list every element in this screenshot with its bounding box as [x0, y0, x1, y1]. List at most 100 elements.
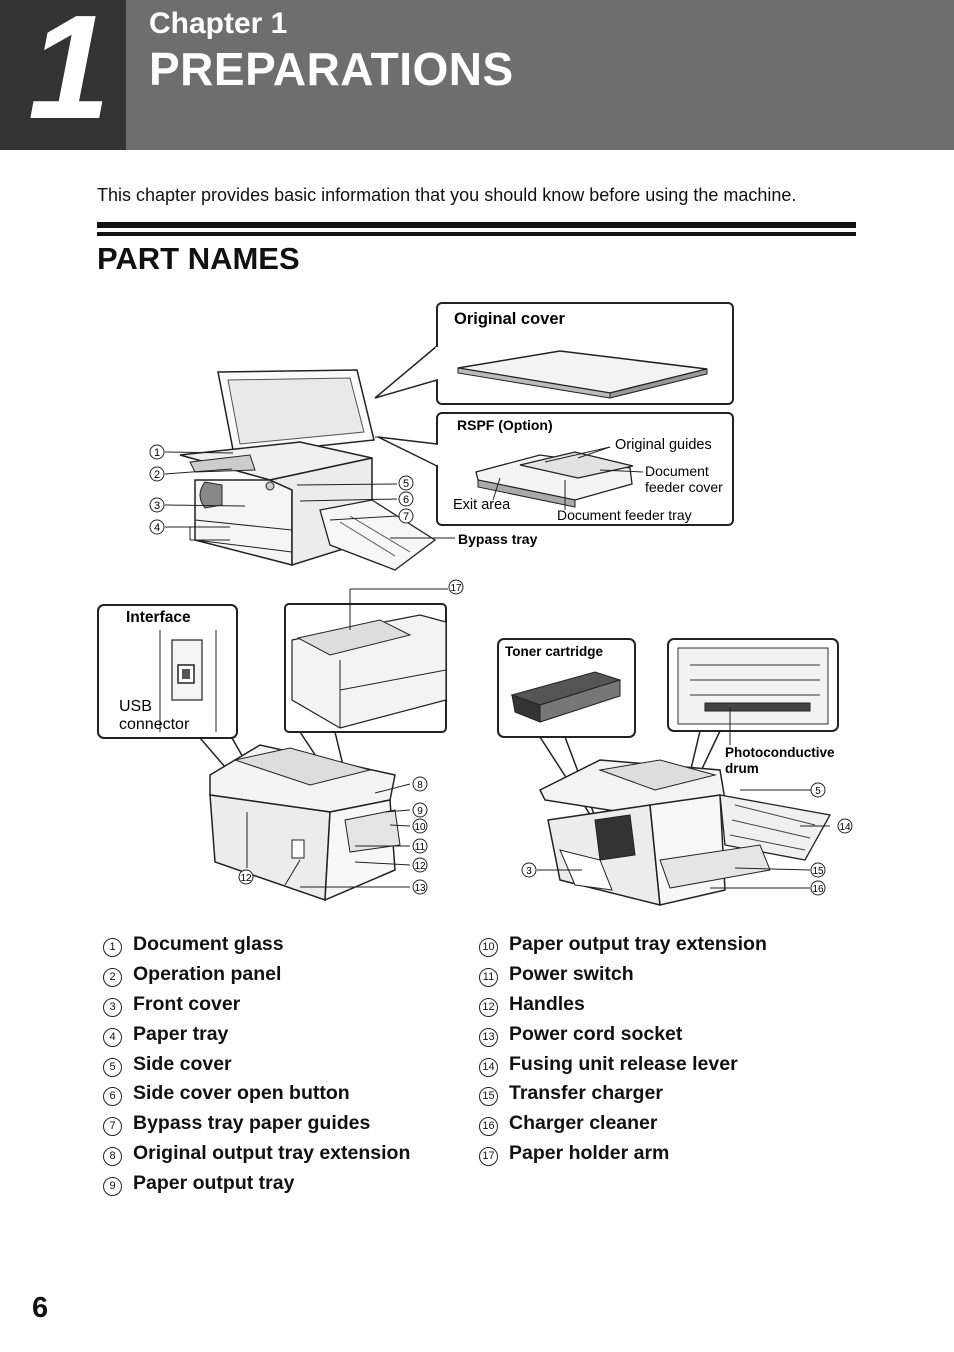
- section-title: PART NAMES: [97, 241, 300, 276]
- part-label: Operation panel: [133, 963, 282, 986]
- svg-text:7: 7: [403, 511, 409, 523]
- part-label: Power cord socket: [509, 1022, 683, 1045]
- list-item: 10 Paper output tray extension: [479, 930, 767, 960]
- rspf-callout: RSPF (Option) Original guides Document f…: [377, 412, 734, 526]
- page-number: 6: [32, 1292, 49, 1324]
- divider-rule: [97, 222, 856, 228]
- svg-text:3: 3: [154, 500, 160, 512]
- bypass-tray-label: Bypass tray: [458, 531, 538, 547]
- parts-list-right: 10 Paper output tray extension 11 Power sw…: [479, 930, 767, 1168]
- svg-text:17: 17: [450, 583, 462, 594]
- drum-label: Photoconductive: [725, 745, 835, 760]
- list-item: 14 Fusing unit release lever: [479, 1049, 767, 1079]
- part-number: 6: [103, 1087, 122, 1107]
- part-label: Paper tray: [133, 1022, 229, 1045]
- chapter-number-box: 1: [0, 0, 126, 150]
- svg-text:9: 9: [417, 806, 423, 817]
- list-item: 7 Bypass tray paper guides: [103, 1109, 410, 1139]
- part-number: 5: [103, 1057, 122, 1077]
- list-item: 5 Side cover: [103, 1049, 410, 1079]
- part-label: Paper holder arm: [509, 1141, 670, 1164]
- part-label: Paper output tray: [133, 1171, 295, 1194]
- list-item: 16 Charger cleaner: [479, 1109, 767, 1139]
- part-number: 15: [479, 1087, 498, 1107]
- part-label: Transfer charger: [509, 1082, 663, 1105]
- interface-title: Interface: [126, 609, 191, 626]
- svg-text:14: 14: [839, 822, 851, 833]
- svg-text:15: 15: [812, 866, 824, 877]
- rspf-original-guides-label: Original guides: [615, 437, 712, 453]
- drum-label-2: drum: [725, 761, 759, 776]
- list-item: 4 Paper tray: [103, 1019, 410, 1049]
- usb-label: USB: [119, 698, 152, 715]
- list-item: 3 Front cover: [103, 990, 410, 1020]
- part-names-figure: Original cover RSPF (Option) Original gu…: [97, 302, 853, 906]
- chapter-title: PREPARATIONS: [149, 43, 514, 95]
- svg-text:12: 12: [240, 873, 252, 884]
- interface-callout: Interface USB connector: [97, 604, 296, 849]
- part-number: 11: [479, 968, 498, 988]
- machine-front-view: Bypass tray 1 2 3 4 5 6 7: [149, 369, 538, 571]
- svg-text:8: 8: [417, 780, 423, 791]
- chapter-header: 1 Chapter 1 PREPARATIONS: [0, 0, 954, 150]
- part-number: 9: [103, 1176, 122, 1196]
- intro-text: This chapter provides basic information …: [97, 185, 797, 205]
- list-item: 9 Paper output tray: [103, 1168, 410, 1198]
- toner-cartridge-label: Toner cartridge: [505, 644, 604, 659]
- rspf-doc-feeder-cover-label-2: feeder cover: [645, 479, 723, 495]
- part-label: Side cover: [133, 1052, 232, 1075]
- part-label: Front cover: [133, 992, 241, 1015]
- part-number: 13: [479, 1027, 498, 1047]
- list-item: 6 Side cover open button: [103, 1079, 410, 1109]
- svg-text:5: 5: [403, 478, 409, 490]
- machine-open-view: 5 14 15 16 3: [521, 759, 853, 906]
- part-label: Side cover open button: [133, 1082, 350, 1105]
- divider-rule: [97, 232, 856, 236]
- part-number: 3: [103, 997, 122, 1017]
- part-label: Document glass: [133, 933, 284, 956]
- part-number: 14: [479, 1057, 498, 1077]
- list-item: 1 Document glass: [103, 930, 410, 960]
- part-label: Bypass tray paper guides: [133, 1112, 371, 1135]
- svg-text:5: 5: [815, 786, 821, 797]
- original-cover-callout: Original cover: [374, 302, 734, 405]
- part-label: Handles: [509, 992, 585, 1015]
- list-item: 17 Paper holder arm: [479, 1139, 767, 1169]
- part-label: Charger cleaner: [509, 1112, 658, 1135]
- svg-text:2: 2: [154, 469, 160, 481]
- part-number: 16: [479, 1117, 498, 1137]
- chapter-number: 1: [28, 0, 111, 150]
- original-cover-label: Original cover: [454, 310, 566, 328]
- usb-connector-label: connector: [119, 716, 190, 733]
- part-number: 1: [103, 938, 122, 958]
- svg-text:6: 6: [403, 494, 409, 506]
- chapter-label: Chapter 1: [149, 7, 288, 40]
- rspf-doc-feeder-tray-label: Document feeder tray: [557, 507, 692, 523]
- part-number: 4: [103, 1027, 122, 1047]
- svg-text:10: 10: [414, 822, 426, 833]
- machine-rear-view: 8 9 10 11 12 13 12: [209, 744, 428, 902]
- part-number: 7: [103, 1117, 122, 1137]
- part-number: 17: [479, 1146, 498, 1166]
- list-item: 15 Transfer charger: [479, 1079, 767, 1109]
- rspf-exit-area-label: Exit area: [453, 497, 511, 513]
- list-item: 12 Handles: [479, 990, 767, 1020]
- part-number: 8: [103, 1146, 122, 1166]
- part-label: Fusing unit release lever: [509, 1052, 738, 1075]
- rspf-doc-feeder-cover-label: Document: [645, 463, 709, 479]
- part-number: 2: [103, 968, 122, 988]
- rspf-title: RSPF (Option): [457, 417, 553, 433]
- part-label: Power switch: [509, 963, 634, 986]
- svg-text:11: 11: [415, 842, 426, 853]
- list-item: 13 Power cord socket: [479, 1019, 767, 1049]
- svg-text:13: 13: [414, 883, 426, 894]
- svg-text:4: 4: [154, 522, 160, 534]
- part-number: 12: [479, 997, 498, 1017]
- paper-holder-inset: 17: [284, 579, 464, 816]
- svg-text:12: 12: [414, 861, 426, 872]
- list-item: 11 Power switch: [479, 960, 767, 990]
- part-number: 10: [479, 938, 498, 958]
- part-label: Paper output tray extension: [509, 933, 767, 956]
- list-item: 2 Operation panel: [103, 960, 410, 990]
